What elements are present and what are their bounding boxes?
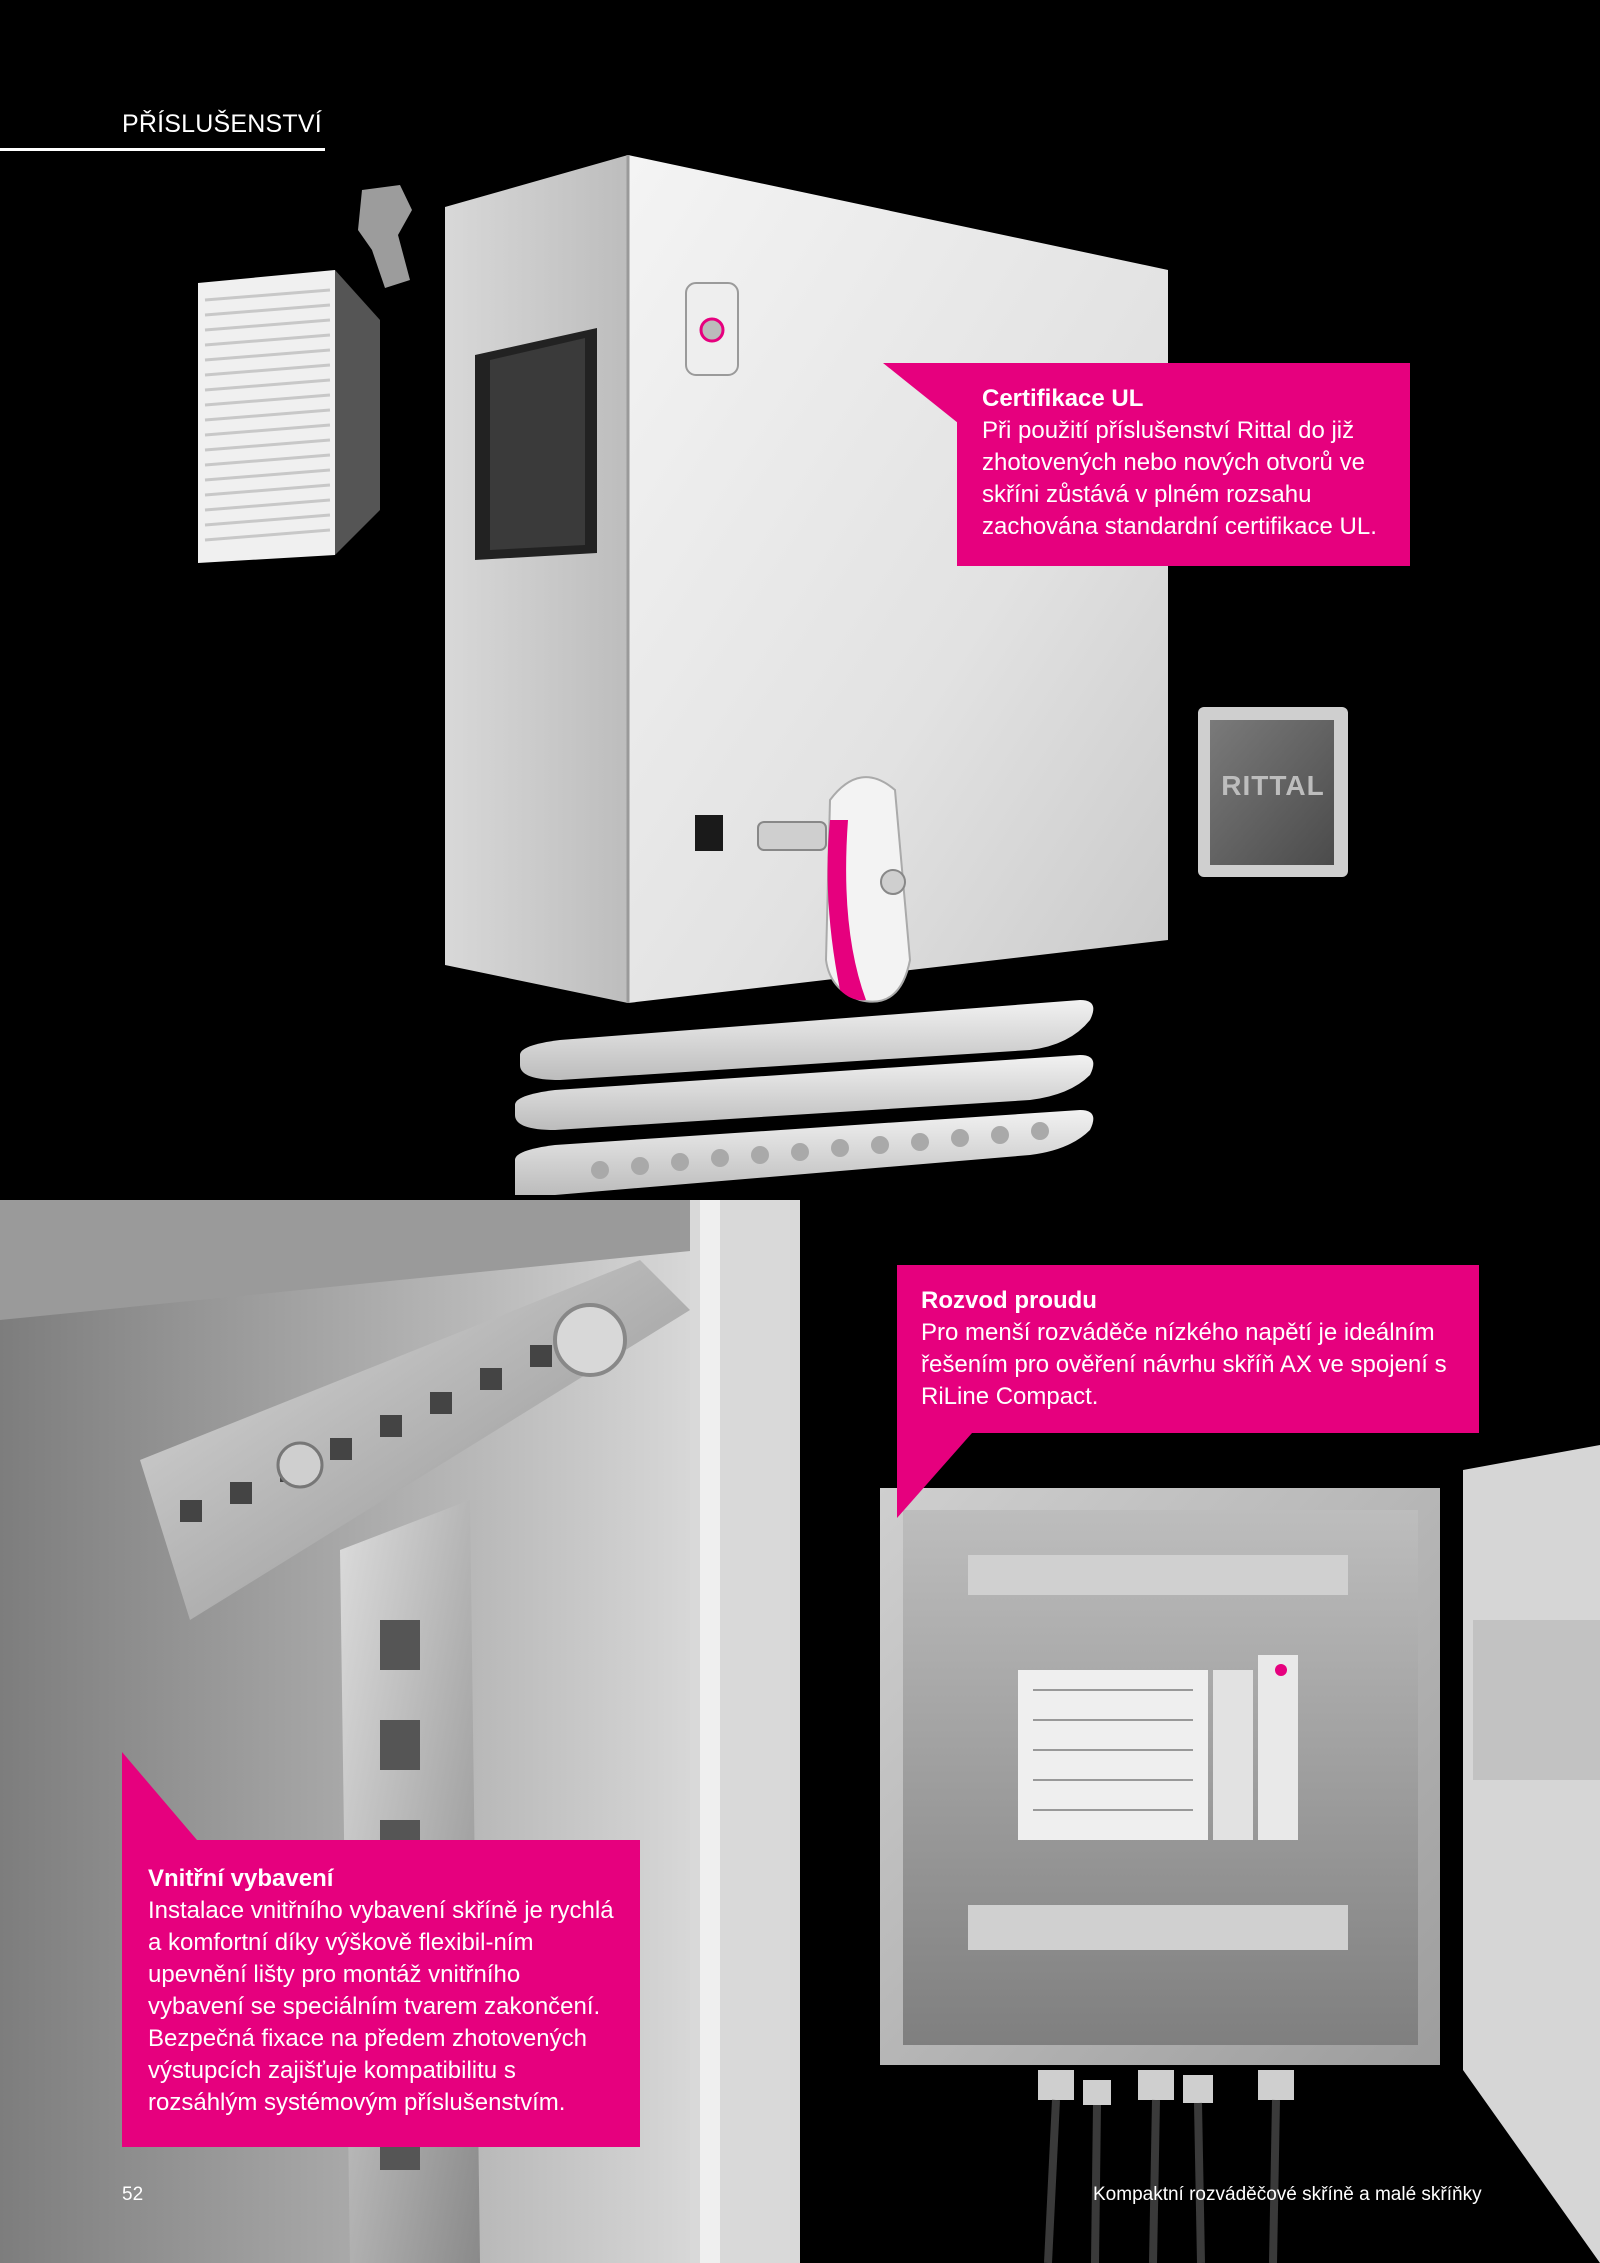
callout-ul-body: Při použití příslušenství Rittal do již … [982,417,1377,540]
callout-ul-pointer [883,363,958,423]
callout-power-pointer [897,1433,972,1518]
callout-power-title: Rozvod proudu [921,1287,1097,1314]
section-title: PŘÍSLUŠENSTVÍ [122,110,322,138]
page-number: 52 [122,2184,144,2205]
callout-interior-title: Vnitřní vybavení [148,1865,334,1892]
hero-image-enclosure: RITTAL [198,155,1348,1195]
callout-interior-fittings: Vnitřní vybavení Instalace vnitřního vyb… [122,1840,640,2147]
callout-ul-title: Certifikace UL [982,385,1144,412]
footer-title: Kompaktní rozváděčové skříně a malé skří… [1093,2184,1482,2205]
callout-interior-pointer [122,1752,197,1840]
callout-ul-certification: Certifikace UL Při použití příslušenství… [957,363,1410,566]
section-underline [0,148,325,151]
enclosure-illustration [198,155,1348,1195]
rittal-logo: RITTAL [1221,770,1325,801]
callout-power-distribution: Rozvod proudu Pro menší rozváděče nízkéh… [897,1265,1479,1433]
callout-interior-body: Instalace vnitřního vybavení skříně je r… [148,1897,614,2116]
callout-power-body: Pro menší rozváděče nízkého napětí je id… [921,1319,1447,1410]
